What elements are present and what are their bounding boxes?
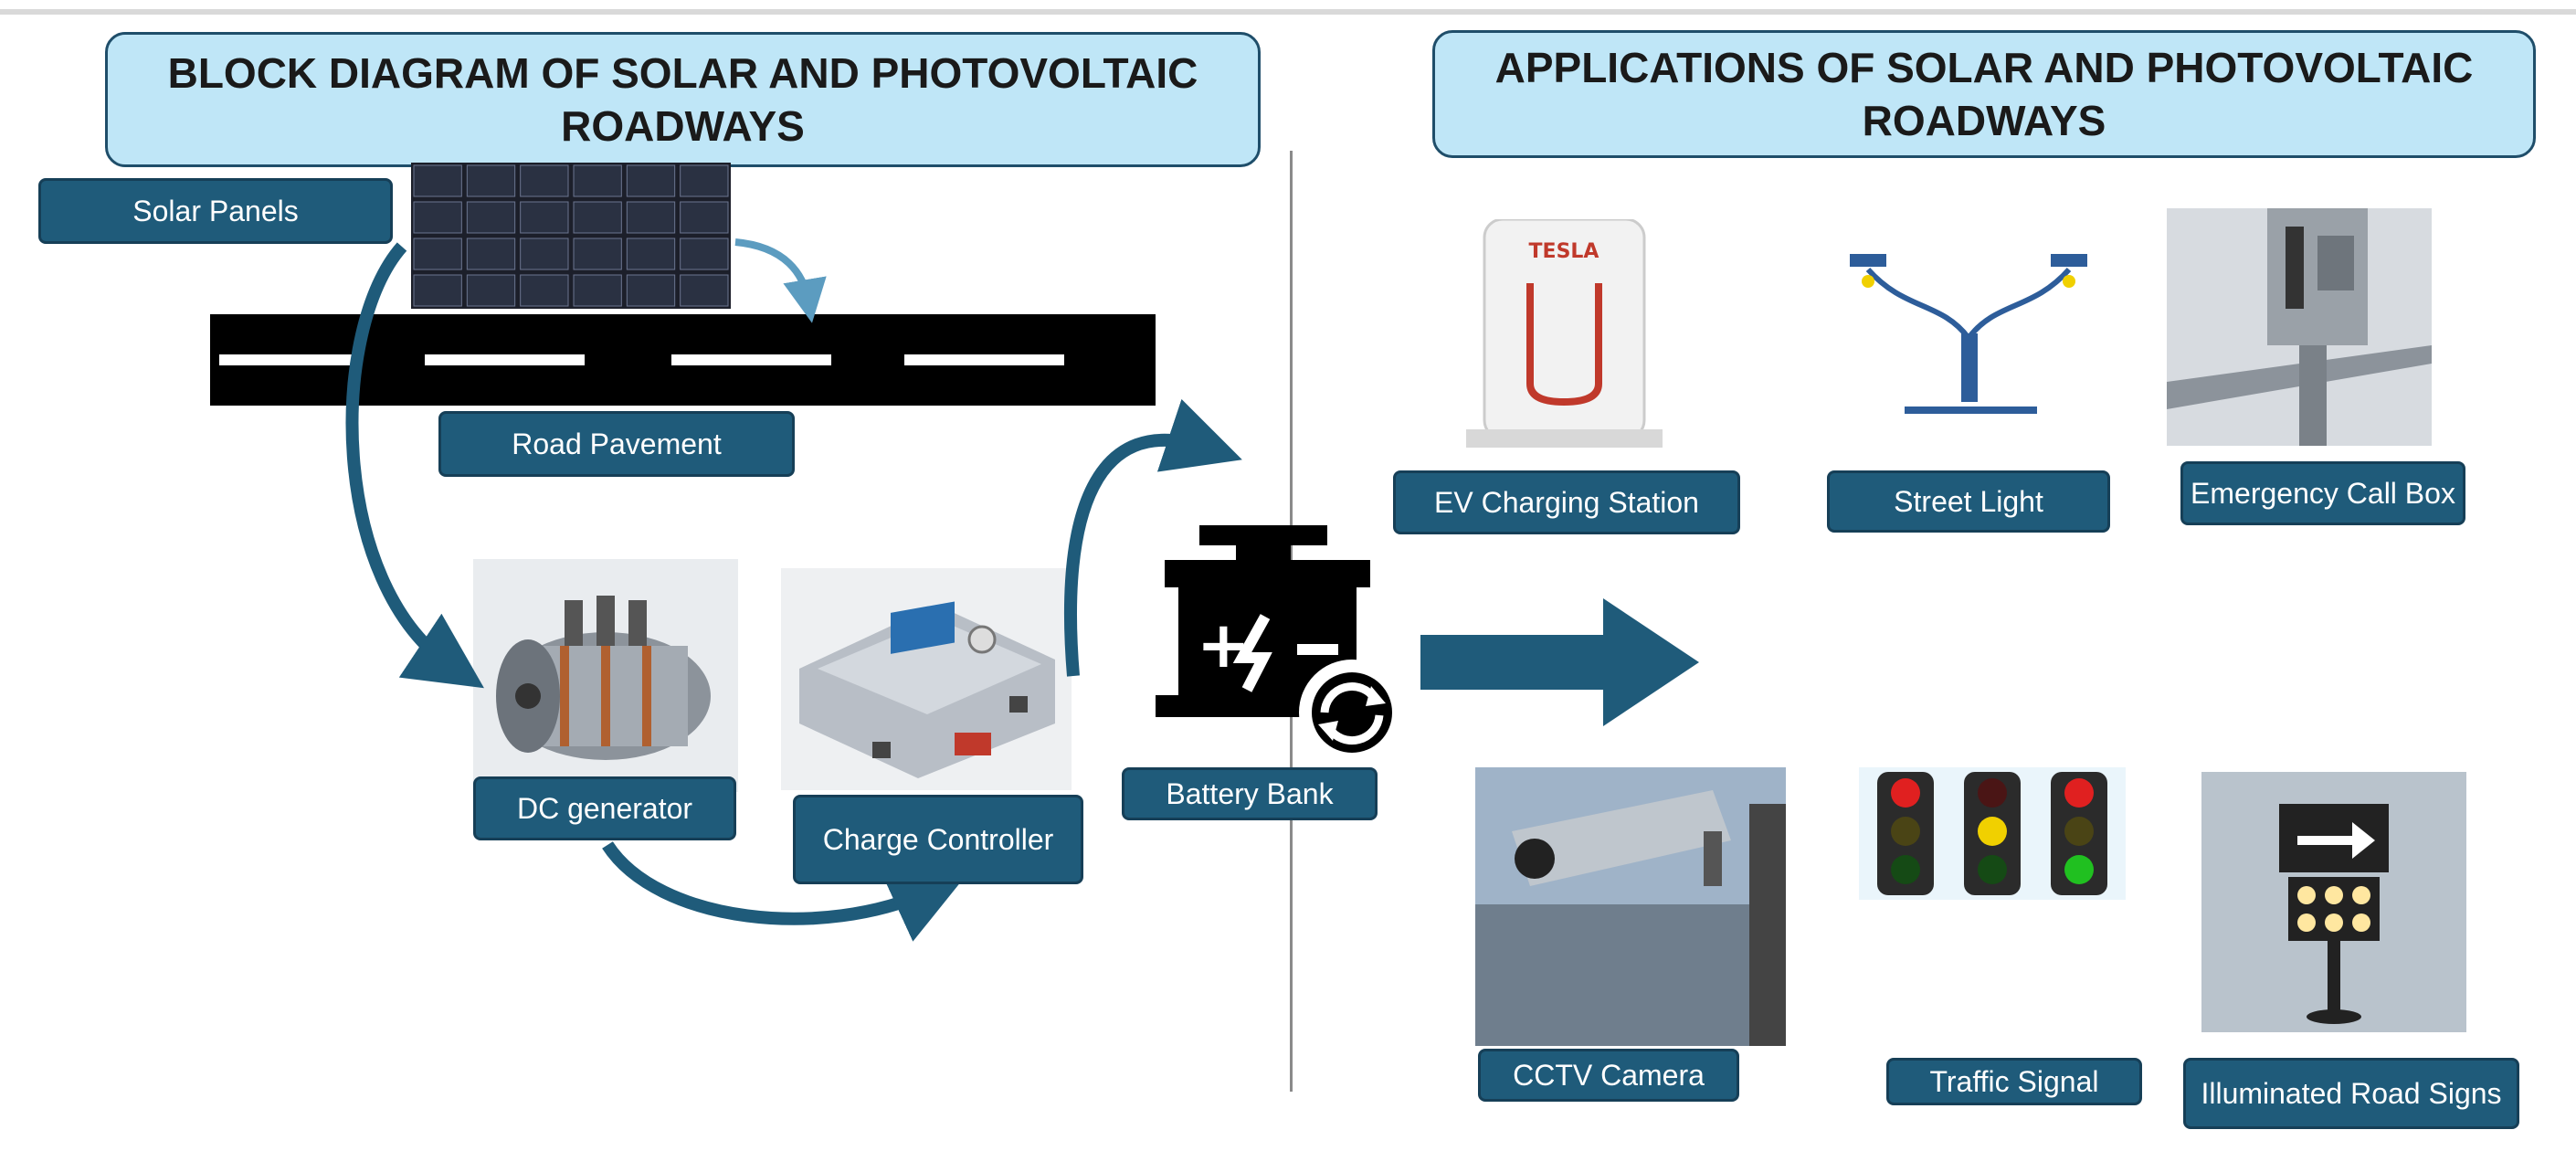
label-traffic-signal: Traffic Signal: [1886, 1058, 2142, 1105]
label-illuminated-road-signs: Illuminated Road Signs: [2183, 1058, 2519, 1129]
arrow-generator-to-controller: [602, 841, 967, 942]
label-charge-controller: Charge Controller: [793, 795, 1083, 884]
label-solar-panels: Solar Panels: [38, 178, 393, 244]
label-battery-bank: Battery Bank: [1122, 767, 1378, 820]
ev-charger-icon: TESLA: [1466, 219, 1663, 448]
svg-text:+: +: [1197, 607, 1251, 682]
svg-text:TESLA: TESLA: [1529, 240, 1599, 263]
street-light-icon: [1850, 254, 2087, 414]
battery-icon: +: [1156, 525, 1405, 763]
label-ev-charging-station: EV Charging Station: [1393, 470, 1740, 534]
label-emergency-call-box: Emergency Call Box: [2180, 461, 2465, 525]
dc-generator-icon: [473, 559, 738, 792]
arrow-panel-to-road: [734, 238, 827, 323]
label-cctv-camera: CCTV Camera: [1478, 1049, 1739, 1102]
label-street-light: Street Light: [1827, 470, 2110, 533]
label-road-pavement: Road Pavement: [438, 411, 795, 477]
illuminated-sign-icon: [2201, 772, 2466, 1032]
charge-controller-icon: [781, 568, 1072, 790]
arrow-panel-to-generator: [345, 242, 484, 689]
left-title: BLOCK DIAGRAM OF SOLAR AND PHOTOVOLTAIC …: [105, 32, 1261, 167]
arrow-controller-to-battery: [1064, 398, 1242, 677]
top-rule: [0, 9, 2576, 15]
cctv-camera-icon: [1475, 767, 1786, 1046]
big-right-arrow: [1420, 598, 1699, 726]
solar-panel-icon: [411, 163, 731, 309]
label-dc-generator: DC generator: [473, 776, 736, 840]
traffic-light-icon: [1859, 767, 2126, 900]
emergency-call-box-icon: [2167, 208, 2432, 446]
right-title: APPLICATIONS OF SOLAR AND PHOTOVOLTAIC R…: [1432, 30, 2536, 158]
